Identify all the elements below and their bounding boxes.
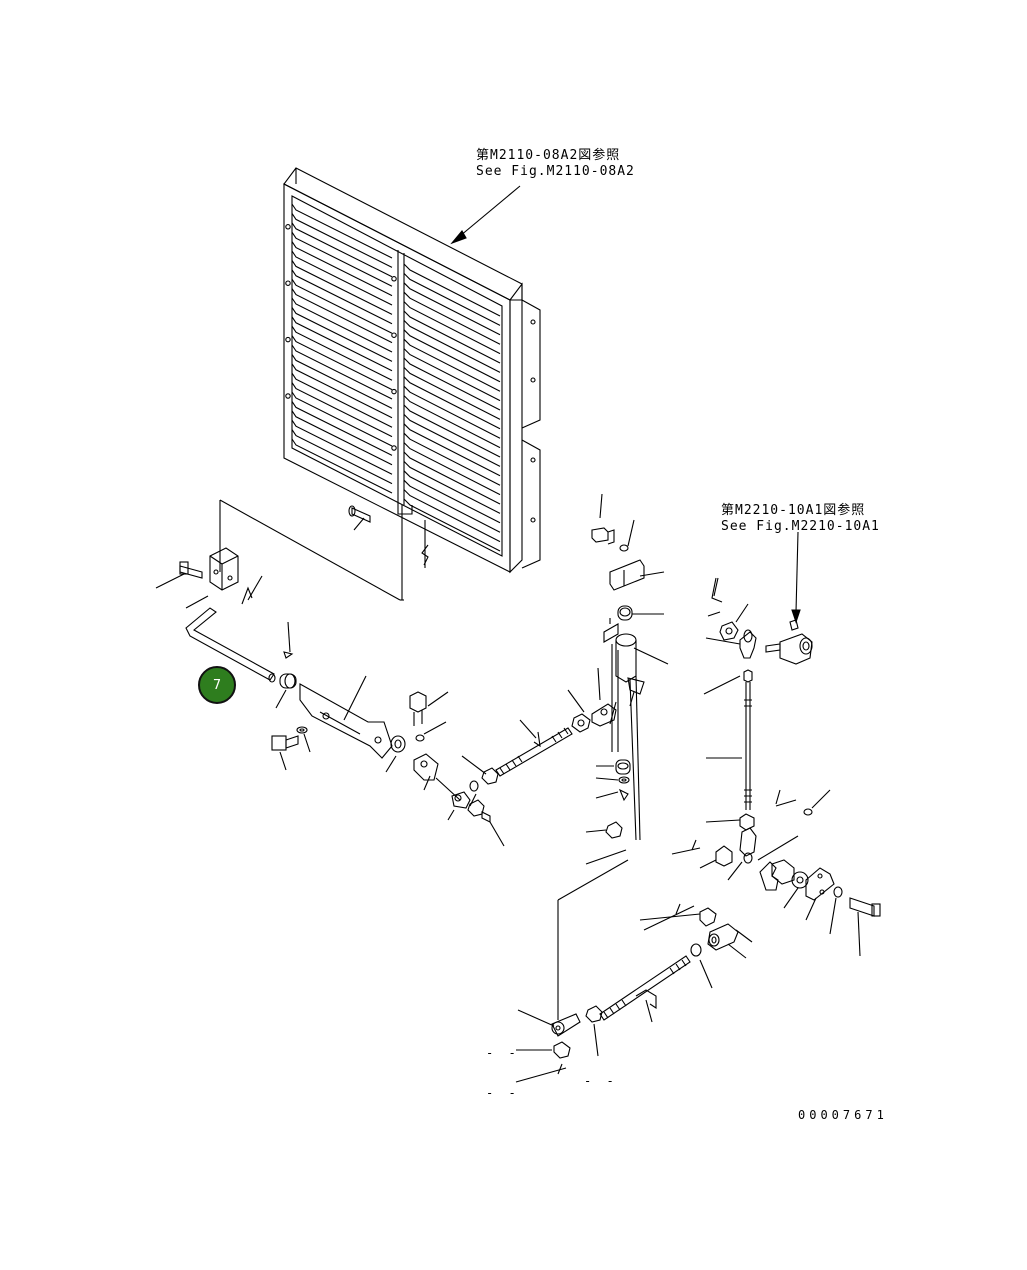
louver-slat-right: [403, 367, 501, 420]
louver-slat-right: [403, 461, 501, 514]
louver-slat-left: [291, 297, 393, 353]
louver-slat-left: [291, 260, 393, 315]
frame-bolt: [285, 280, 291, 286]
reference-note-right: 第M2210-10A1図参照 See Fig.M2210-10A1: [721, 503, 880, 535]
frame-bolt: [391, 445, 397, 451]
louver-slat-right: [403, 451, 501, 505]
reference-note-top: 第M2110-08A2図参照 See Fig.M2110-08A2: [476, 148, 635, 180]
left-mount-group: [155, 505, 406, 773]
leader-right-reference: [795, 531, 799, 613]
louver-slat-left: [291, 269, 393, 325]
louver-slat-left: [291, 429, 393, 485]
reference-note-right-jp: 第M2210-10A1図参照: [721, 503, 866, 518]
louver-slat-left: [291, 250, 393, 306]
louver-slat-right: [403, 385, 501, 439]
leader-top-reference: [459, 185, 521, 237]
louver-slat-right: [403, 301, 501, 355]
louver-slat-left: [291, 401, 393, 456]
louver-slat-left: [291, 288, 393, 344]
louver-slat-left: [291, 372, 393, 428]
louver-slat-left: [291, 278, 393, 334]
frame-bolt: [391, 276, 397, 282]
louver-slat-left: [291, 391, 393, 447]
louver-slat-right: [403, 404, 501, 458]
louver-slat-right: [403, 310, 501, 364]
louver-slat-left: [291, 363, 393, 419]
louver-slat-right: [403, 263, 501, 317]
louver-slat-left: [291, 354, 393, 409]
louver-slat-right: [403, 395, 501, 449]
louver-slat-left: [291, 419, 393, 475]
louver-slat-left: [291, 325, 393, 381]
louver-slat-right: [403, 489, 501, 543]
louver-grille-assembly: [283, 167, 541, 574]
frame-bolt: [391, 388, 397, 395]
reference-note-right-en: See Fig.M2210-10A1: [721, 519, 880, 534]
louver-slat-right: [403, 432, 501, 486]
connector-lines: [219, 499, 629, 1020]
louver-slat-right: [403, 338, 501, 392]
dash-mark: - -: [486, 1046, 520, 1060]
arrowhead-top: [450, 230, 467, 245]
louver-slat-left: [291, 307, 393, 362]
dash-mark: - -: [584, 1074, 618, 1088]
louver-slat-right: [403, 273, 501, 326]
louver-slat-left: [291, 316, 393, 372]
louver-slat-right: [403, 320, 501, 373]
louver-slat-left: [291, 344, 393, 400]
louver-slat-left: [291, 222, 393, 278]
louver-slat-right: [403, 423, 501, 477]
louver-slat-left: [291, 382, 393, 438]
louver-slat-right: [403, 357, 501, 411]
louver-slat-right: [403, 291, 501, 345]
louver-slat-left: [291, 241, 393, 297]
louver-slat-left: [291, 410, 393, 466]
louver-slat-left: [291, 213, 393, 268]
louver-slat-left: [291, 335, 393, 391]
callout-badge-7[interactable]: 7: [198, 666, 236, 704]
louver-slat-right: [403, 348, 501, 402]
louver-slat-left: [291, 231, 393, 287]
frame-bolt: [285, 336, 291, 343]
louver-slat-right: [403, 470, 501, 524]
right-linkage-group: [515, 531, 881, 1083]
dash-mark: - -: [486, 1086, 520, 1100]
louver-slat-right: [403, 414, 501, 467]
louver-slat-right: [403, 376, 501, 430]
reference-note-top-jp: 第M2110-08A2図参照: [476, 148, 621, 163]
louver-slat-right: [403, 498, 501, 552]
reference-note-top-en: See Fig.M2110-08A2: [476, 164, 635, 179]
frame-bolt: [285, 224, 291, 230]
louver-slat-right: [403, 329, 501, 383]
louver-slat-right: [403, 479, 501, 533]
drawing-number: 00007671: [798, 1108, 888, 1122]
frame-bolt: [391, 332, 397, 338]
louver-slat-right: [403, 282, 501, 336]
center-linkage-group: [409, 493, 669, 865]
louver-slat-right: [403, 442, 501, 496]
frame-bolt: [285, 393, 291, 399]
louver-slat-left: [291, 438, 393, 494]
louver-slat-left: [291, 203, 393, 259]
